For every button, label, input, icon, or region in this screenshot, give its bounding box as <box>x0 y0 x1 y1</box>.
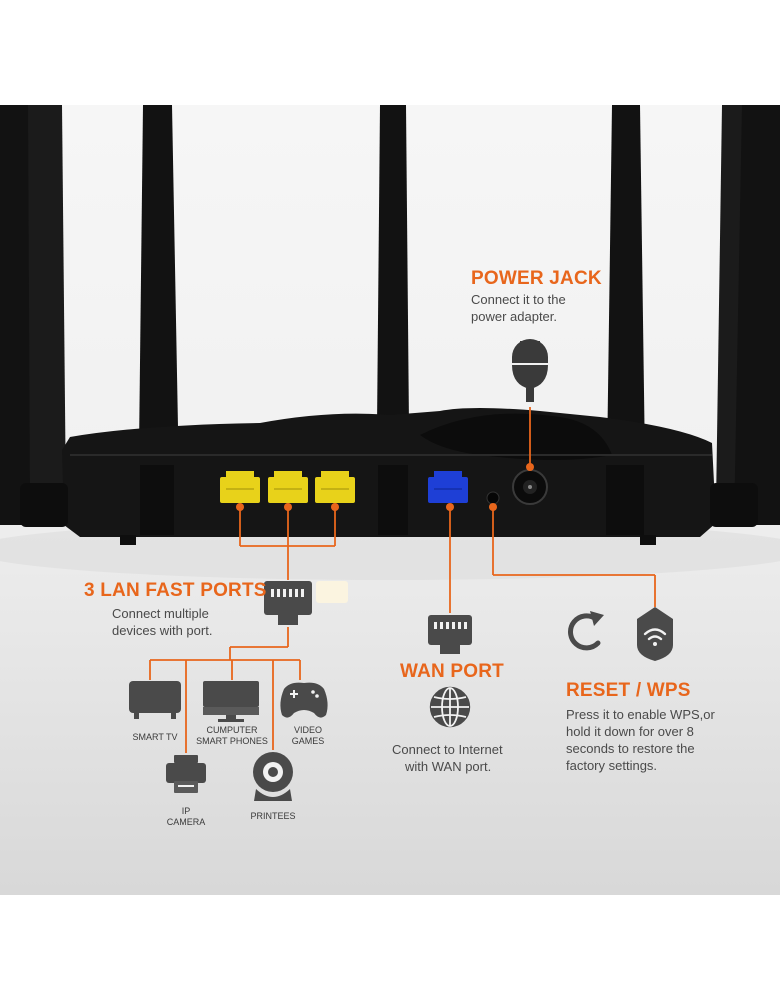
smart-tv-label: SMART TV <box>132 732 178 742</box>
reset-button <box>486 491 500 505</box>
lan-title: 3 LAN FAST PORTS <box>84 580 267 601</box>
reset-desc-2: hold it down for over 8 <box>566 724 694 739</box>
reset-desc-3: seconds to restore the <box>566 741 695 756</box>
product-scene: POWER JACK Connect it to the power adapt… <box>0 105 780 895</box>
ethernet-icon-wan <box>428 615 472 654</box>
tv-icon <box>129 681 181 719</box>
connector-lines <box>149 407 656 753</box>
power-plug-icon <box>512 339 548 402</box>
webcam-icon <box>253 752 293 801</box>
connector-dots <box>236 463 534 511</box>
monitor-icon <box>203 681 259 722</box>
router-illustration <box>0 105 780 801</box>
lan-ports <box>220 471 355 503</box>
power-jack-title: POWER JACK <box>471 268 602 289</box>
refresh-icon <box>568 613 601 651</box>
power-jack-desc-2: power adapter. <box>471 309 558 324</box>
wan-title: WAN PORT <box>400 661 504 682</box>
globe-icon <box>429 686 471 728</box>
antenna-left-2 <box>28 105 66 505</box>
wan-port <box>428 471 468 503</box>
ip-camera-label-2: CAMERA <box>166 817 206 827</box>
power-jack-desc-1: Connect it to the <box>471 292 566 307</box>
reset-title: RESET / WPS <box>566 680 691 701</box>
wifi-shield-icon <box>637 607 673 661</box>
printer-label: PRINTEES <box>250 811 296 821</box>
video-games-label-1: VIDEO <box>293 725 322 735</box>
computer-label-1: CUMPUTER <box>206 725 258 735</box>
ethernet-icon-lan <box>264 581 312 625</box>
printer-icon <box>166 755 206 793</box>
reset-desc-4: factory settings. <box>566 758 658 773</box>
ip-camera-label-1: IP <box>181 806 191 816</box>
wan-desc-1: Connect to Internet <box>392 742 503 757</box>
computer-label-2: SMART PHONES <box>196 736 268 746</box>
antenna-far-right <box>734 105 780 525</box>
lan-desc-1: Connect multiple <box>112 606 209 621</box>
wan-desc-2: with WAN port. <box>405 759 492 774</box>
video-games-label-2: GAMES <box>291 736 325 746</box>
gamepad-icon <box>280 682 328 718</box>
reset-desc-1: Press it to enable WPS,or <box>566 707 715 722</box>
lan-desc-2: devices with port. <box>112 623 213 638</box>
